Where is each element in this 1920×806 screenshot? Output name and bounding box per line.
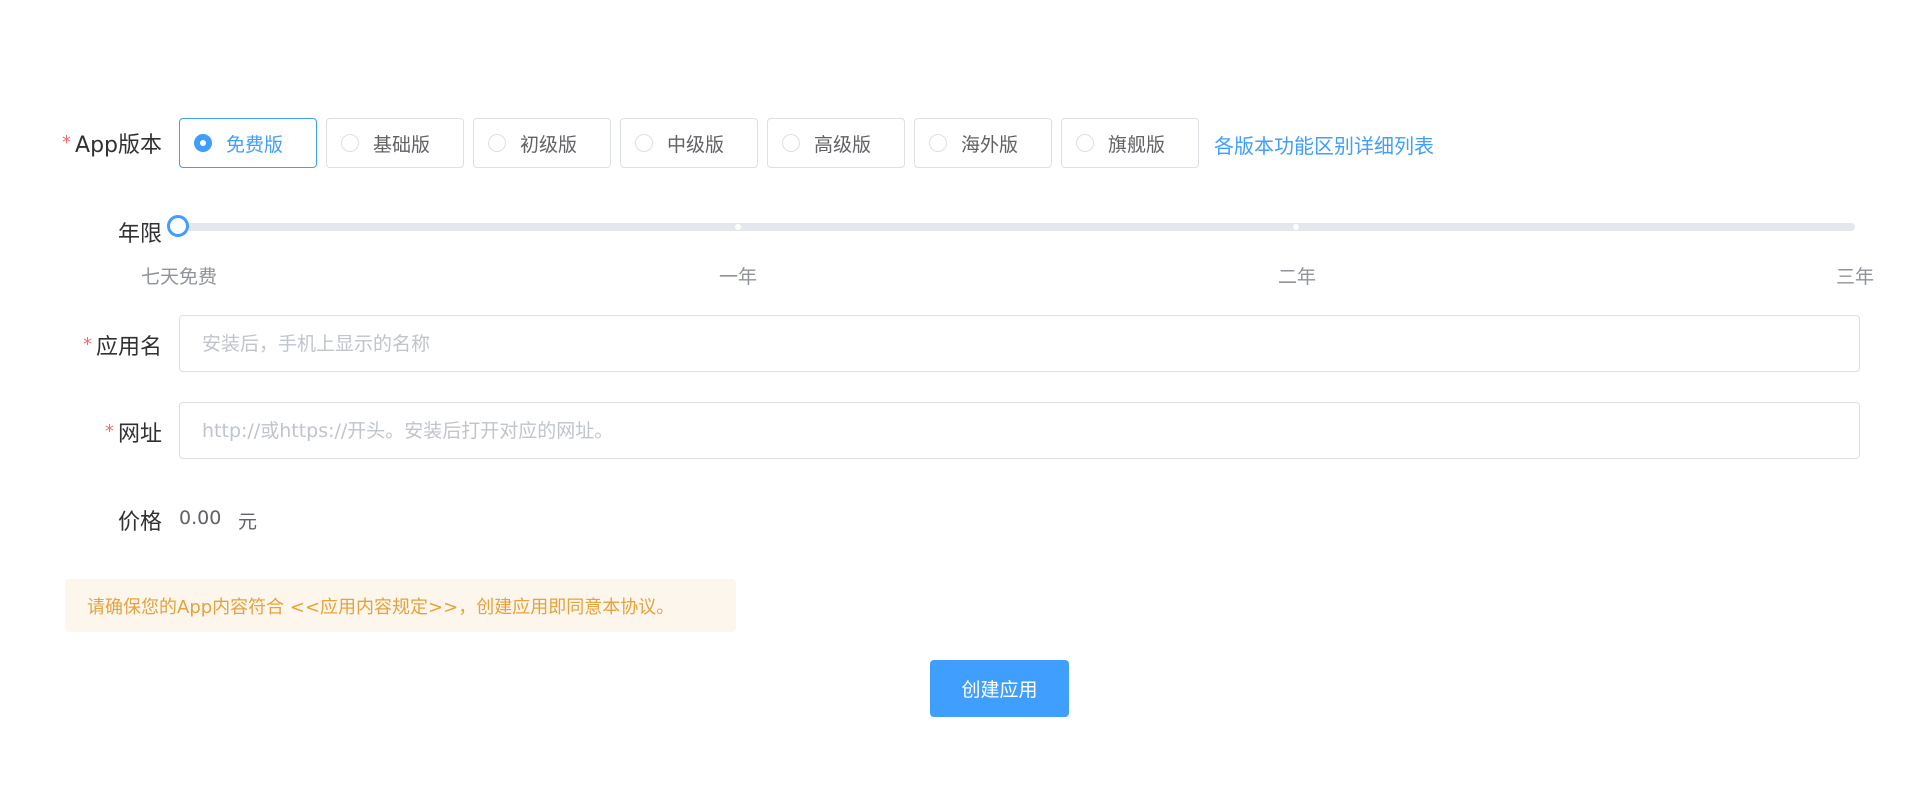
slider-mark-1year[interactable]: 一年: [718, 266, 758, 288]
version-option-label: 初级版: [520, 133, 578, 156]
slider-stop: [1293, 224, 1299, 230]
version-option-label: 基础版: [373, 133, 431, 156]
app-name-input[interactable]: [179, 315, 1860, 372]
price-unit: 元: [238, 511, 258, 533]
price-value: 0.00: [179, 507, 222, 529]
slider-mark-7days[interactable]: 七天免费: [140, 266, 218, 288]
duration-label: 年限: [117, 222, 162, 247]
slider-mark-3years[interactable]: 三年: [1835, 266, 1875, 288]
content-policy-alert: 请确保您的App内容符合 <<应用内容规定>>，创建应用即同意本协议。: [65, 579, 736, 632]
version-option-advanced[interactable]: 高级版: [767, 118, 905, 168]
duration-slider-track[interactable]: [179, 223, 1855, 231]
radio-unchecked-icon: [488, 134, 506, 152]
version-option-label: 免费版: [226, 133, 284, 156]
price-label: 价格: [117, 510, 162, 535]
version-compare-link[interactable]: 各版本功能区别详细列表: [1214, 134, 1434, 158]
version-option-flagship[interactable]: 旗舰版: [1061, 118, 1199, 168]
version-label-text: App版本: [75, 133, 162, 158]
url-label-text: 网址: [117, 422, 162, 447]
version-option-basic[interactable]: 基础版: [326, 118, 464, 168]
slider-mark-2years[interactable]: 二年: [1277, 266, 1317, 288]
version-label: *App版本: [62, 127, 162, 159]
required-mark: *: [82, 334, 92, 355]
create-app-button[interactable]: 创建应用: [930, 660, 1069, 717]
slider-stop: [735, 224, 741, 230]
radio-unchecked-icon: [1076, 134, 1094, 152]
version-option-label: 旗舰版: [1108, 133, 1166, 156]
radio-unchecked-icon: [929, 134, 947, 152]
radio-unchecked-icon: [341, 134, 359, 152]
radio-unchecked-icon: [782, 134, 800, 152]
url-label: *网址: [105, 416, 162, 448]
version-option-beginner[interactable]: 初级版: [473, 118, 611, 168]
version-option-overseas[interactable]: 海外版: [914, 118, 1052, 168]
version-option-label: 海外版: [961, 133, 1019, 156]
app-name-label: *应用名: [83, 329, 162, 361]
alert-text: 请确保您的App内容符合 <<应用内容规定>>，创建应用即同意本协议。: [87, 596, 675, 618]
version-option-label: 中级版: [667, 133, 725, 156]
url-input[interactable]: [179, 402, 1860, 459]
duration-slider-handle[interactable]: [167, 215, 189, 237]
version-option-label: 高级版: [814, 133, 872, 156]
version-option-free[interactable]: 免费版: [179, 118, 317, 168]
required-mark: *: [104, 421, 114, 442]
radio-checked-icon: [194, 134, 212, 152]
radio-unchecked-icon: [635, 134, 653, 152]
required-mark: *: [62, 132, 72, 153]
app-name-label-text: 应用名: [95, 335, 162, 360]
version-option-intermediate[interactable]: 中级版: [620, 118, 758, 168]
